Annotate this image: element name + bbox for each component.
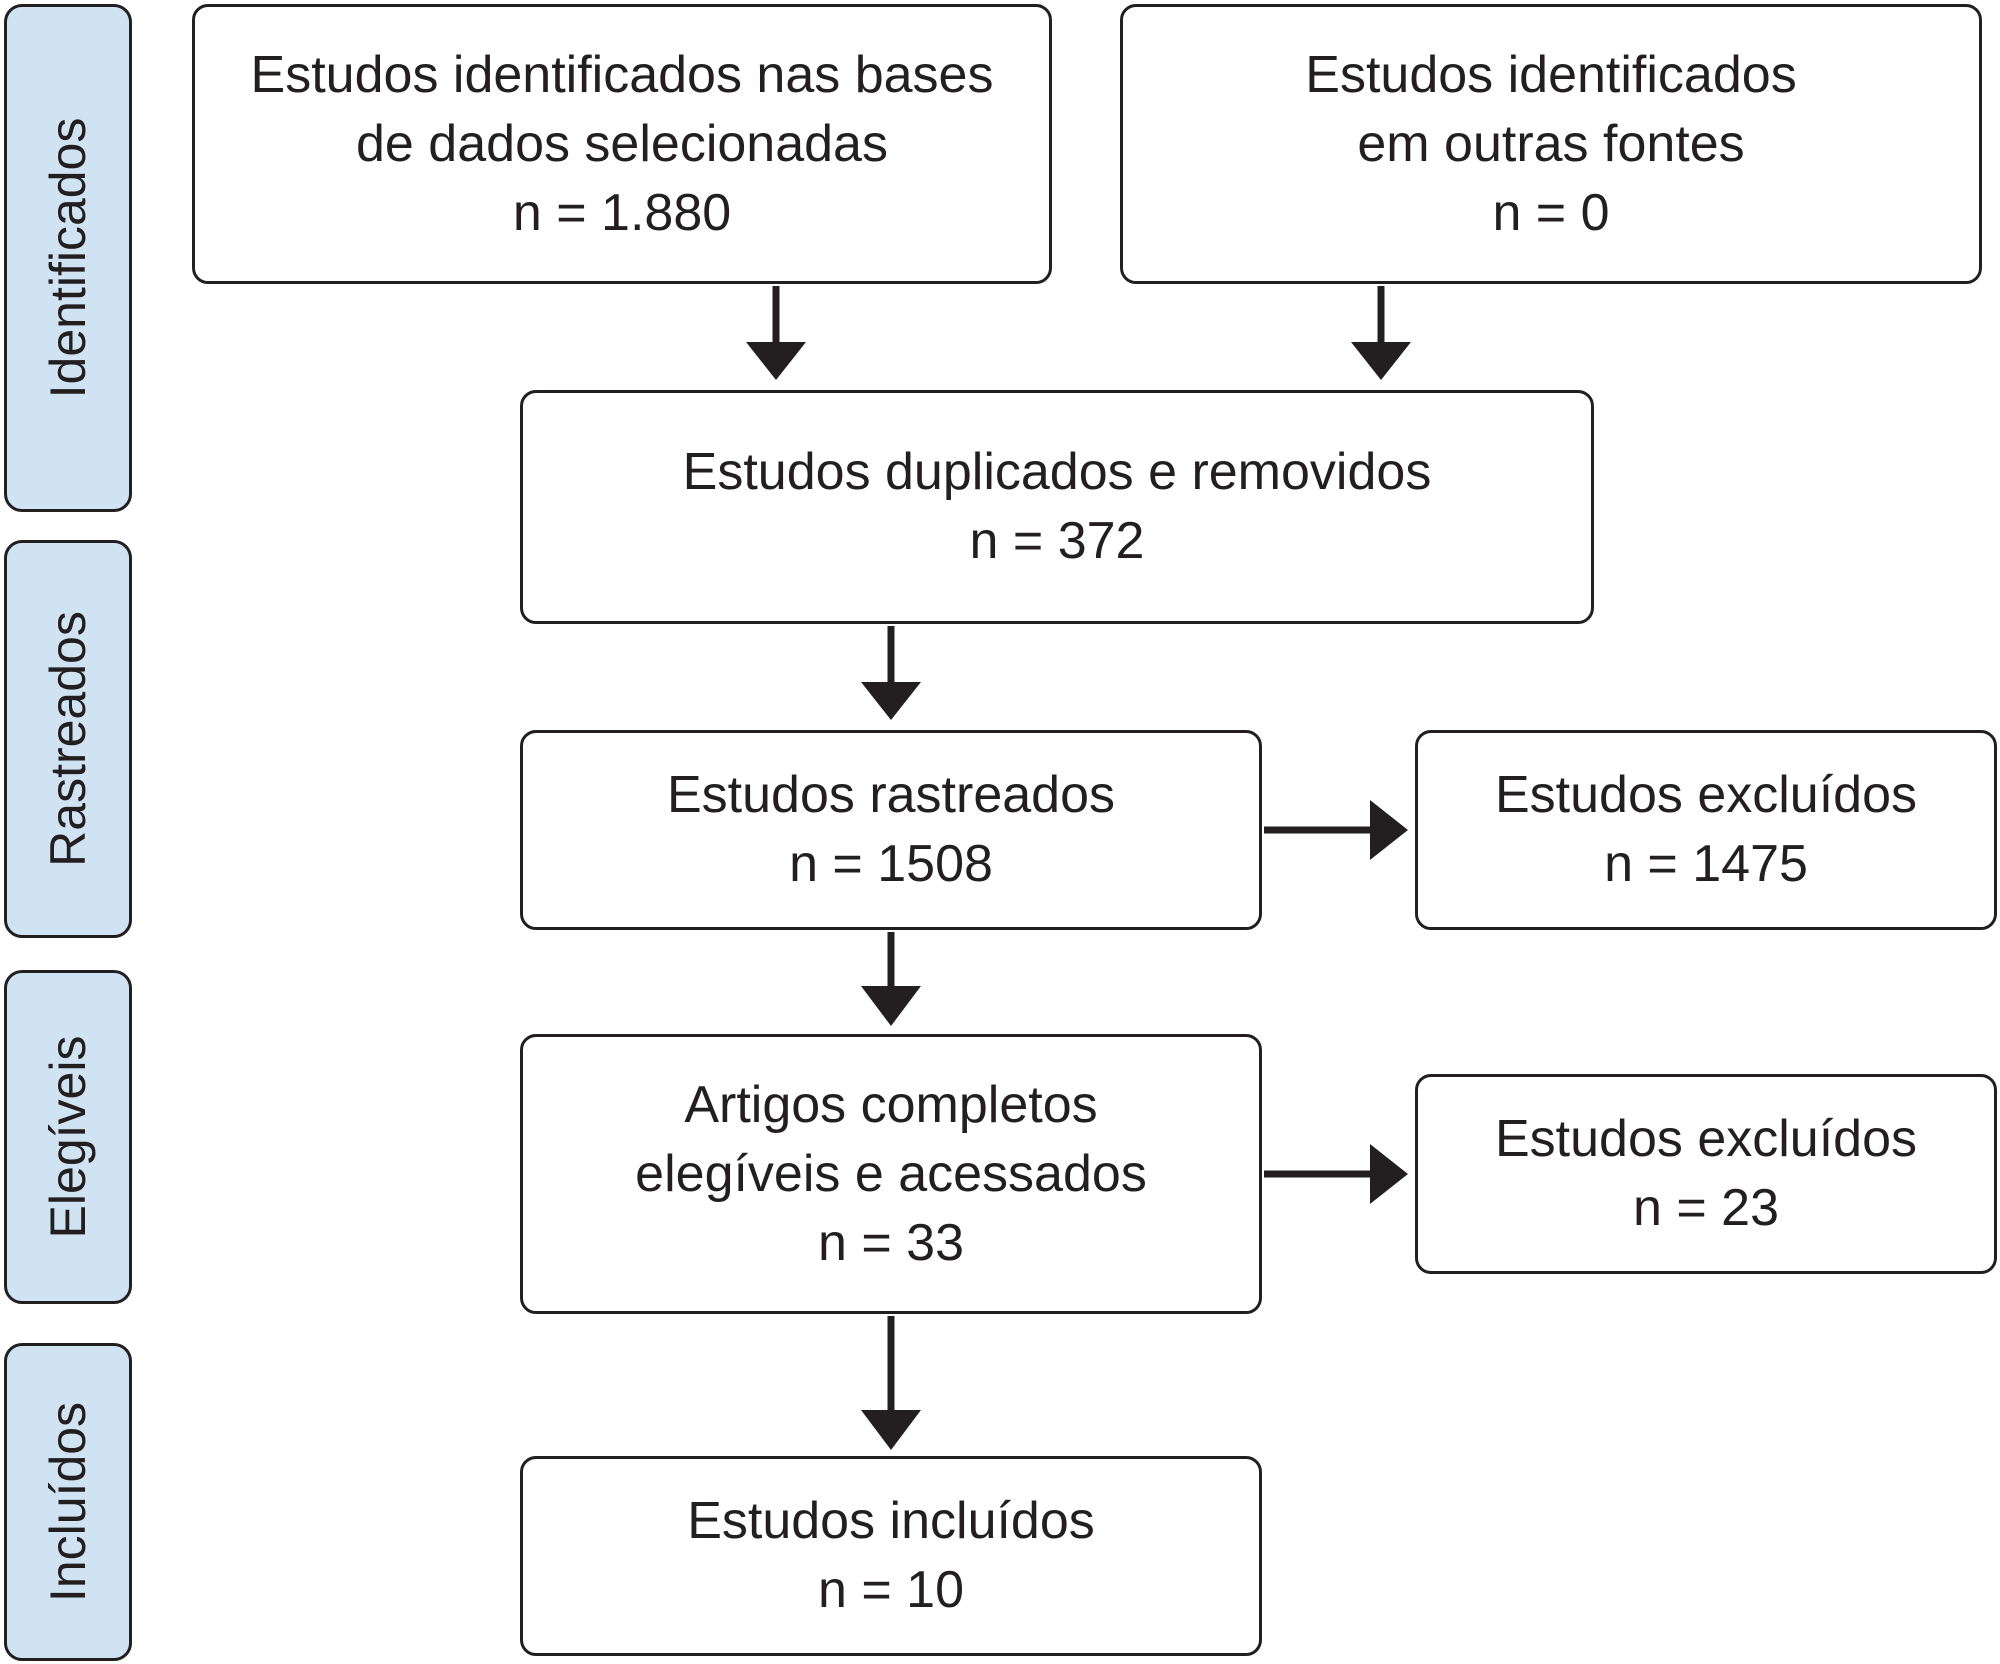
phase-identificados: Identificados <box>4 4 132 512</box>
arrowhead-screened-to-eligible <box>861 986 921 1026</box>
box-included-count: n = 10 <box>817 1561 965 1619</box>
box-duplicates-count: n = 372 <box>969 512 1145 570</box>
box-screened-line-1: Estudos rastreados <box>666 766 1116 824</box>
box-screened-count: n = 1508 <box>789 835 993 893</box>
box-screened-excluded: Estudos excluídos n = 1475 <box>1415 730 1997 930</box>
phase-rastreados: Rastreados <box>4 540 132 938</box>
phase-incluidos: Incluídos <box>4 1343 132 1661</box>
arrowhead-eligible-to-included <box>861 1410 921 1450</box>
box-screened: Estudos rastreados n = 1508 <box>520 730 1262 930</box>
box-eligible-excluded-count: n = 23 <box>1632 1179 1780 1237</box>
box-eligible: Artigos completos elegíveis e acessados … <box>520 1034 1262 1314</box>
phase-elegiveis: Elegíveis <box>4 970 132 1304</box>
box-db-identified-line-1: Estudos identificados nas bases <box>250 45 994 104</box>
box-other-identified-line-2: em outras fontes <box>1357 114 1745 173</box>
box-eligible-count: n = 33 <box>817 1213 965 1272</box>
box-duplicates: Estudos duplicados e removidos n = 372 <box>520 390 1594 624</box>
box-screened-excluded-line-1: Estudos excluídos <box>1494 766 1918 824</box>
box-db-identified-line-2: de dados selecionadas <box>356 114 888 173</box>
box-eligible-excluded-line-1: Estudos excluídos <box>1494 1110 1918 1168</box>
arrowhead-duplicates-to-screened <box>861 682 921 720</box>
box-eligible-line-1: Artigos completos <box>684 1075 1098 1134</box>
box-eligible-excluded: Estudos excluídos n = 23 <box>1415 1074 1997 1274</box>
arrowhead-eligible-to-excluded <box>1370 1144 1408 1204</box>
box-eligible-line-2: elegíveis e acessados <box>635 1144 1147 1203</box>
box-other-identified-count: n = 0 <box>1492 183 1610 242</box>
box-other-identified: Estudos identificados em outras fontes n… <box>1120 4 1982 284</box>
arrowhead-other-to-duplicates <box>1351 342 1411 380</box>
box-db-identified: Estudos identificados nas bases de dados… <box>192 4 1052 284</box>
arrowhead-screened-to-excluded <box>1370 800 1408 860</box>
box-included: Estudos incluídos n = 10 <box>520 1456 1262 1656</box>
box-included-line-1: Estudos incluídos <box>687 1492 1095 1550</box>
box-duplicates-line-1: Estudos duplicados e removidos <box>682 443 1432 501</box>
box-other-identified-line-1: Estudos identificados <box>1305 45 1797 104</box>
box-screened-excluded-count: n = 1475 <box>1604 835 1808 893</box>
box-db-identified-count: n = 1.880 <box>512 183 732 242</box>
arrowhead-db-to-duplicates <box>746 342 806 380</box>
